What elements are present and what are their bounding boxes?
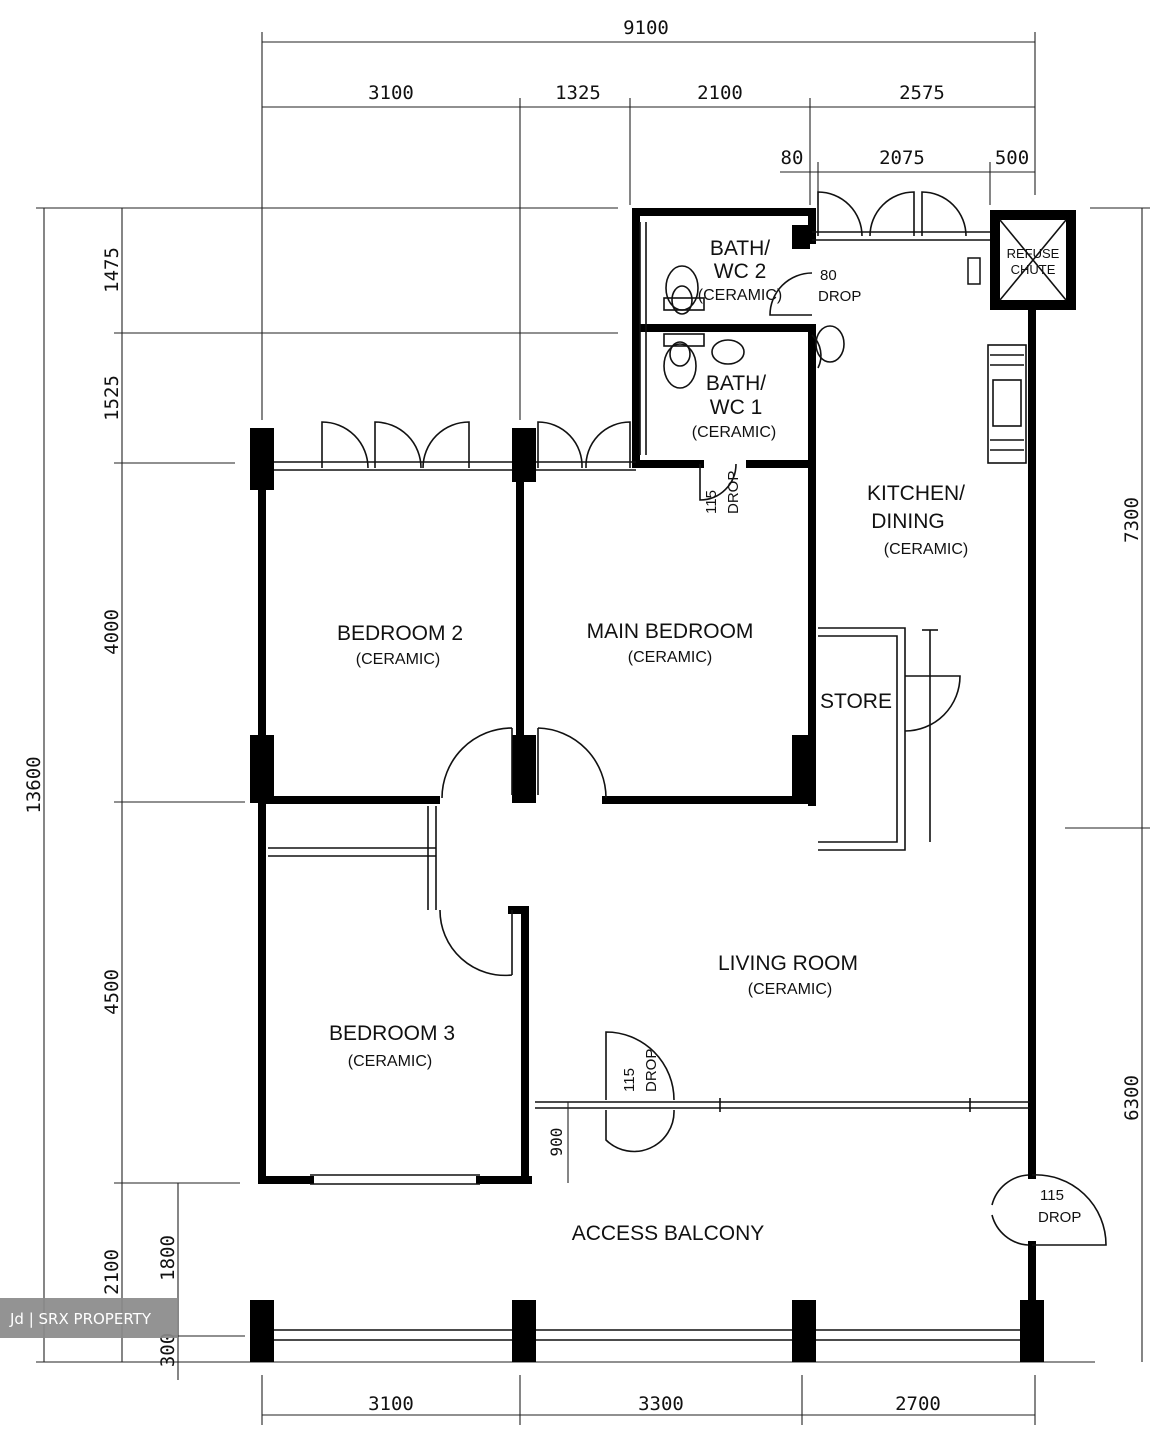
dim-top-seg-2: 1325 bbox=[555, 82, 601, 104]
dim-left-overall: 13600 bbox=[23, 756, 45, 813]
watermark-badge bbox=[0, 1298, 178, 1338]
living-room-label: LIVING ROOM bbox=[718, 952, 858, 975]
kitchen-label-2: DINING bbox=[871, 510, 945, 533]
dim-left-seg-1: 1475 bbox=[101, 247, 123, 293]
refuse-chute bbox=[967, 210, 1076, 310]
refuse-chute-label-1: REFUSE bbox=[1007, 246, 1060, 261]
dim-top-overall: 9100 bbox=[623, 17, 669, 39]
top-dimension-lines bbox=[261, 32, 1036, 420]
dim-left-seg-4: 4500 bbox=[101, 969, 123, 1015]
bath2-finish: (CERAMIC) bbox=[698, 287, 782, 304]
main-bedroom-label: MAIN BEDROOM bbox=[587, 620, 754, 643]
doors bbox=[321, 191, 1107, 1246]
entrance-drop-word: DROP bbox=[1038, 1209, 1081, 1226]
dim-right-seg-2: 6300 bbox=[1121, 1075, 1143, 1121]
walls bbox=[258, 208, 1036, 1341]
living-room-finish: (CERAMIC) bbox=[748, 981, 832, 998]
bath1-finish: (CERAMIC) bbox=[692, 424, 776, 441]
living-drop-word: DROP bbox=[643, 1049, 660, 1092]
bath2-drop-value: 80 bbox=[820, 267, 837, 284]
dim-top-sub-2: 2075 bbox=[879, 147, 925, 169]
bath2-drop-word: DROP bbox=[818, 288, 861, 305]
bedroom2-label: BEDROOM 2 bbox=[337, 622, 463, 645]
dim-left-seg-3: 4000 bbox=[101, 609, 123, 655]
dim-top-seg-4: 2575 bbox=[899, 82, 945, 104]
bedroom3-finish: (CERAMIC) bbox=[348, 1053, 432, 1070]
dim-left-sub-2: 300 bbox=[157, 1333, 179, 1367]
bath1-drop-word: DROP bbox=[725, 471, 742, 514]
left-dimension-lines bbox=[36, 207, 1095, 1380]
structural-columns bbox=[250, 225, 1044, 1362]
kitchen-finish: (CERAMIC) bbox=[884, 541, 968, 558]
dim-top-seg-3: 2100 bbox=[697, 82, 743, 104]
bath1-drop-value: 115 bbox=[703, 490, 720, 514]
right-dimension-lines bbox=[1065, 207, 1150, 1362]
dim-right-seg-1: 7300 bbox=[1121, 497, 1143, 543]
watermark-text: Jd | SRX PROPERTY bbox=[9, 1310, 152, 1328]
bath1-label-2: WC 1 bbox=[710, 396, 763, 419]
refuse-chute-label-2: CHUTE bbox=[1011, 262, 1056, 277]
dim-left-sub-1: 1800 bbox=[157, 1235, 179, 1281]
living-drop-value: 115 bbox=[621, 1068, 638, 1092]
dim-top-seg-1: 3100 bbox=[368, 82, 414, 104]
dim-left-seg-5: 2100 bbox=[101, 1249, 123, 1295]
dim-bottom-seg-3: 2700 bbox=[895, 1393, 941, 1415]
dim-top-sub-1: 80 bbox=[781, 147, 804, 169]
dim-bottom-seg-2: 3300 bbox=[638, 1393, 684, 1415]
bedroom2-finish: (CERAMIC) bbox=[356, 651, 440, 668]
store-label: STORE bbox=[820, 690, 892, 713]
dim-balcony-offset: 900 bbox=[547, 1128, 566, 1157]
bath1-label-1: BATH/ bbox=[706, 372, 766, 395]
sanitary-fixtures bbox=[639, 222, 845, 455]
main-bedroom-finish: (CERAMIC) bbox=[628, 649, 712, 666]
entrance-drop-value: 115 bbox=[1040, 1187, 1064, 1204]
bedroom3-label: BEDROOM 3 bbox=[329, 1022, 455, 1045]
access-balcony-label: ACCESS BALCONY bbox=[572, 1222, 765, 1245]
kitchen-sink bbox=[987, 344, 1027, 464]
bath2-label-1: BATH/ bbox=[710, 237, 770, 260]
dim-bottom-seg-1: 3100 bbox=[368, 1393, 414, 1415]
bottom-dimension-lines bbox=[261, 1375, 1036, 1425]
dim-top-sub-3: 500 bbox=[995, 147, 1029, 169]
dim-left-seg-2: 1525 bbox=[101, 375, 123, 421]
bath2-label-2: WC 2 bbox=[714, 260, 767, 283]
kitchen-label-1: KITCHEN/ bbox=[867, 482, 965, 505]
